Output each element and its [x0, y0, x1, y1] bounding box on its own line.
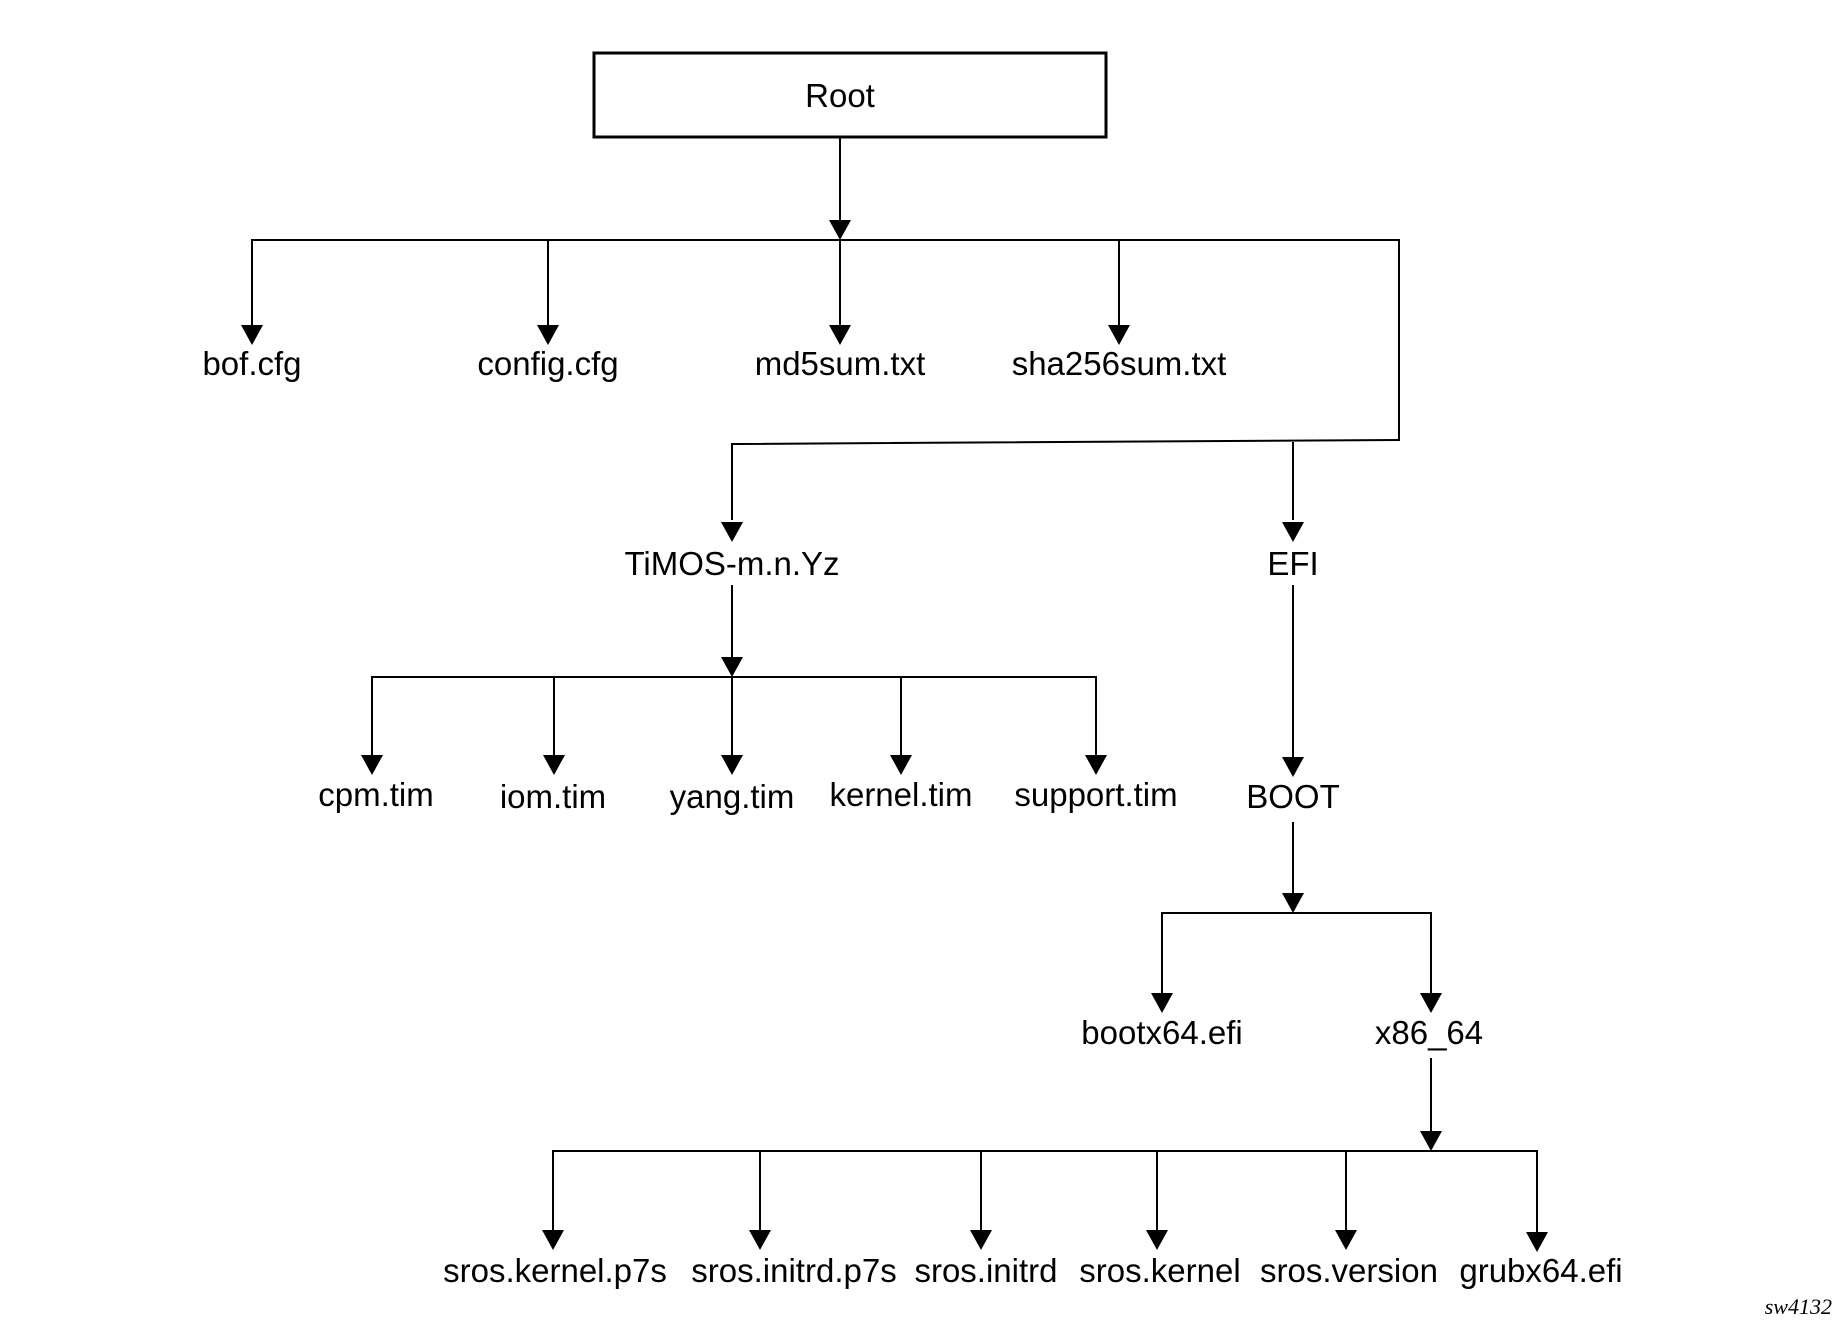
arrow-bof [241, 325, 263, 345]
boot-trunk-arrow [1282, 893, 1304, 913]
node-kernel-tim: kernel.tim [829, 776, 972, 813]
node-boot-folder: BOOT [1246, 778, 1340, 815]
root-branch-line [251, 239, 1400, 520]
arrow-sros-kernel [1146, 1230, 1168, 1250]
node-config-cfg: config.cfg [477, 345, 618, 382]
arrow-initrd [970, 1230, 992, 1250]
node-grubx64-efi: grubx64.efi [1459, 1252, 1622, 1289]
arrow-initrd-p7s [749, 1230, 771, 1250]
arrow-grub [1526, 1232, 1548, 1252]
arrow-md5 [829, 325, 851, 345]
node-timos-folder: TiMOS-m.n.Yz [624, 545, 839, 582]
x86-64-branch-line [552, 1150, 1538, 1232]
arrow-boot [1282, 757, 1304, 777]
x86-64-edges [542, 1058, 1548, 1252]
root-label: Root [805, 77, 875, 114]
arrow-x86-64 [1420, 993, 1442, 1013]
x86-64-trunk-arrow [1420, 1131, 1442, 1151]
node-sros-initrd: sros.initrd [914, 1252, 1057, 1289]
node-sros-kernel: sros.kernel [1079, 1252, 1240, 1289]
figure-id: sw4132 [1765, 1294, 1832, 1319]
efi-edges [1282, 585, 1304, 777]
arrow-version [1335, 1230, 1357, 1250]
node-support-tim: support.tim [1014, 776, 1177, 813]
arrow-bootx64 [1151, 993, 1173, 1013]
node-yang-tim: yang.tim [670, 778, 795, 815]
timos-branch-line [371, 676, 1097, 755]
node-cpm-tim: cpm.tim [318, 776, 434, 813]
node-iom-tim: iom.tim [500, 778, 606, 815]
node-sha256sum-txt: sha256sum.txt [1012, 345, 1227, 382]
root-edges [241, 138, 1400, 542]
arrow-sha256 [1108, 325, 1130, 345]
root-box [592, 51, 1108, 139]
node-md5sum-txt: md5sum.txt [755, 345, 926, 382]
arrow-kernel-tim [890, 755, 912, 775]
arrow-yang [721, 755, 743, 775]
arrow-config [537, 325, 559, 345]
arrow-cpm [361, 755, 383, 775]
node-sros-initrd-p7s: sros.initrd.p7s [691, 1252, 896, 1289]
arrow-efi [1282, 522, 1304, 542]
root-trunk-arrow [829, 220, 851, 240]
node-sros-kernel-p7s: sros.kernel.p7s [443, 1252, 667, 1289]
arrow-iom [543, 755, 565, 775]
arrow-support [1085, 755, 1107, 775]
timos-trunk-arrow [721, 657, 743, 677]
arrow-timos [721, 522, 743, 542]
boot-branch-line [1161, 912, 1432, 993]
root-node: Root [592, 51, 1108, 139]
boot-edges [1151, 822, 1442, 1013]
node-sros-version: sros.version [1260, 1252, 1438, 1289]
node-bootx64-efi: bootx64.efi [1081, 1014, 1242, 1051]
timos-edges [361, 585, 1107, 775]
node-bof-cfg: bof.cfg [202, 345, 301, 382]
node-efi-folder: EFI [1267, 545, 1318, 582]
node-x86-64-folder: x86_64 [1375, 1014, 1483, 1051]
arrow-kernel-p7s [542, 1230, 564, 1250]
